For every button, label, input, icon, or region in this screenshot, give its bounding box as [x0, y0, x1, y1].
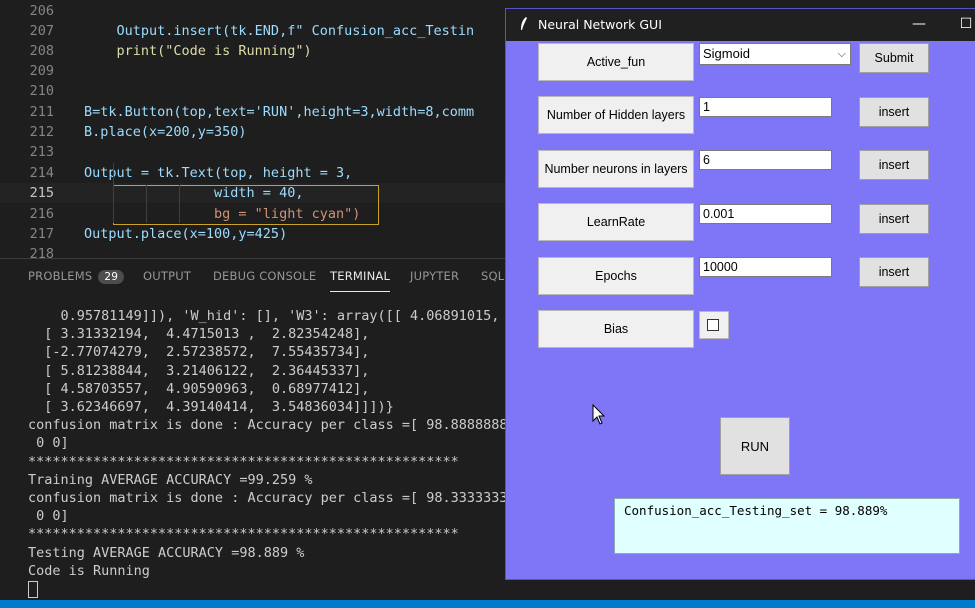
minimize-button[interactable]: —: [912, 16, 926, 32]
active-fun-label: Active_fun: [538, 43, 694, 81]
code-text: print("Code is Running"): [84, 43, 312, 59]
insert-neurons-button[interactable]: insert: [859, 150, 929, 180]
code-line[interactable]: 208 print("Code is Running"): [0, 41, 975, 61]
insert-learnrate-button[interactable]: insert: [859, 204, 929, 234]
code-line[interactable]: 207 Output.insert(tk.END,f" Confusion_ac…: [0, 21, 975, 41]
code-line[interactable]: 214 Output = tk.Text(top, height = 3,: [0, 163, 975, 183]
terminal-line: 0 0]: [28, 435, 69, 452]
active-fun-combobox[interactable]: Sigmoid ⌵: [699, 43, 851, 65]
line-number: 210: [29, 83, 54, 99]
code-text: Output.place(x=100,y=425): [84, 226, 288, 242]
combobox-value: Sigmoid: [703, 46, 750, 61]
indent-guide: [146, 185, 147, 223]
code-text: Output = tk.Text(top, height = 3,: [84, 165, 353, 181]
learnrate-label: LearnRate: [538, 203, 694, 241]
line-number: 208: [29, 43, 54, 59]
problems-count-badge: 29: [98, 270, 125, 284]
neurons-label: Number neurons in layers: [538, 150, 694, 188]
line-number: 215: [29, 185, 54, 201]
terminal-line: [-2.77074279, 2.57238572, 7.55435734],: [28, 344, 370, 361]
terminal-line: ****************************************…: [28, 526, 459, 543]
status-bar: [0, 600, 975, 608]
terminal-line: [ 4.58703557, 4.90590963, 0.68977412],: [28, 380, 370, 397]
code-text: width = 40,: [84, 185, 304, 201]
tab-label: PROBLEMS: [28, 269, 93, 283]
terminal-output[interactable]: 0.95781149]]), 'W_hid': [], 'W3': array(…: [28, 307, 968, 598]
terminal-cursor: [28, 580, 38, 598]
window-title: Neural Network GUI: [538, 17, 662, 32]
submit-button[interactable]: Submit: [859, 43, 929, 73]
tab-jupyter[interactable]: JUPYTER: [410, 269, 460, 283]
code-line[interactable]: 209: [0, 61, 975, 81]
code-line[interactable]: 216 bg = "light cyan"): [0, 204, 975, 224]
feather-icon: [521, 17, 527, 30]
line-number: 209: [29, 63, 54, 79]
learnrate-input[interactable]: 0.001: [699, 204, 832, 224]
terminal-line: Code is Running: [28, 562, 150, 579]
code-line[interactable]: 210: [0, 81, 975, 101]
neurons-input[interactable]: 6: [699, 150, 832, 170]
code-line[interactable]: 212 B.place(x=200,y=350): [0, 122, 975, 142]
terminal-line: confusion matrix is done : Accuracy per …: [28, 490, 549, 507]
line-number: 212: [29, 124, 54, 140]
window-client: Active_fun Sigmoid ⌵ Submit Number of Hid…: [506, 41, 975, 579]
tab-problems[interactable]: PROBLEMS 29: [28, 269, 125, 284]
terminal-line: [ 3.62346697, 4.39140414, 3.54836034]]])…: [28, 399, 394, 416]
terminal-line: Testing AVERAGE ACCURACY =98.889 %: [28, 544, 305, 561]
indent-guide: [179, 185, 180, 223]
chevron-down-icon[interactable]: ⌵: [837, 48, 846, 60]
code-line[interactable]: 213: [0, 142, 975, 162]
terminal-line: Training AVERAGE ACCURACY =99.259 %: [28, 471, 313, 488]
run-button[interactable]: RUN: [720, 417, 790, 475]
insert-epochs-button[interactable]: insert: [859, 257, 929, 287]
line-number: 217: [29, 226, 54, 242]
insert-hidden-layers-button[interactable]: insert: [859, 97, 929, 127]
code-line[interactable]: 217 Output.place(x=100,y=425): [0, 224, 975, 244]
tab-sql[interactable]: SQL: [481, 269, 505, 283]
code-text: B.place(x=200,y=350): [84, 124, 247, 140]
output-textbox[interactable]: Confusion_acc_Testing_set = 98.889%: [614, 498, 960, 554]
code-line[interactable]: 218: [0, 244, 975, 258]
code-line[interactable]: 206: [0, 1, 975, 21]
maximize-button[interactable]: ☐: [959, 16, 973, 32]
tab-output[interactable]: OUTPUT: [143, 269, 192, 283]
terminal-line: 0.95781149]]), 'W_hid': [], 'W3': array(…: [28, 308, 500, 324]
line-number: 206: [29, 3, 54, 19]
line-number: 213: [29, 144, 54, 160]
line-number: 218: [29, 246, 54, 258]
epochs-input[interactable]: 10000: [699, 257, 832, 277]
terminal-line: 0 0]: [28, 508, 69, 525]
line-number: 211: [29, 104, 54, 120]
tab-debug-console[interactable]: DEBUG CONSOLE: [213, 269, 317, 283]
tab-terminal[interactable]: TERMINAL: [330, 269, 391, 292]
mouse-pointer-icon: [592, 404, 606, 425]
terminal-line: ****************************************…: [28, 453, 459, 470]
bias-checkbox-frame[interactable]: [699, 311, 729, 339]
line-number: 214: [29, 165, 54, 181]
hidden-layers-label: Number of Hidden layers: [538, 96, 694, 134]
code-text: bg = "light cyan"): [84, 206, 361, 222]
panel-tabs: PROBLEMS 29 OUTPUT DEBUG CONSOLE TERMINAL…: [0, 259, 975, 293]
code-text: B=tk.Button(top,text='RUN',height=3,widt…: [84, 104, 475, 120]
selection-highlight: [113, 185, 379, 225]
terminal-line: confusion matrix is done : Accuracy per …: [28, 417, 549, 434]
hidden-layers-input[interactable]: 1: [699, 97, 832, 117]
line-number: 207: [29, 23, 54, 39]
neural-network-gui-window[interactable]: Neural Network GUI — ☐ Active_fun Sigmoi…: [505, 8, 975, 580]
line-number: 216: [29, 206, 54, 222]
terminal-line: [ 5.81238844, 3.21406122, 2.36445337],: [28, 362, 370, 379]
terminal-line: [ 3.31332194, 4.4715013 , 2.82354248],: [28, 326, 370, 343]
indent-guide: [113, 163, 114, 223]
code-line[interactable]: 211 B=tk.Button(top,text='RUN',height=3,w…: [0, 102, 975, 122]
epochs-label: Epochs: [538, 257, 694, 295]
window-titlebar[interactable]: Neural Network GUI — ☐: [506, 9, 975, 41]
bias-checkbox[interactable]: [707, 319, 719, 331]
code-text: Output.insert(tk.END,f" Confusion_acc_Te…: [84, 23, 475, 39]
bias-label: Bias: [538, 310, 694, 348]
